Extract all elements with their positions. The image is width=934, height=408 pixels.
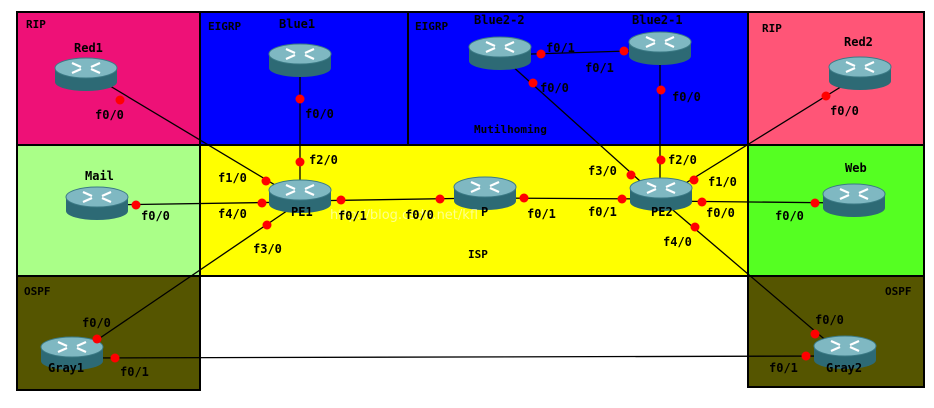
router-mail[interactable] xyxy=(64,185,130,222)
if-label-p-f01: f0/1 xyxy=(527,207,556,221)
router-blue2-1[interactable] xyxy=(627,30,693,67)
if-label-pe1-f30: f3/0 xyxy=(253,242,282,256)
if-label-red2-f00: f0/0 xyxy=(830,104,859,118)
router-label-blue2-2: Blue2-2 xyxy=(474,13,525,27)
router-blue2-2[interactable] xyxy=(467,35,533,72)
zone-label-rip-left: RIP xyxy=(26,18,46,31)
if-label-p-f00: f0/0 xyxy=(405,208,434,222)
port-p-f01 xyxy=(519,193,529,203)
if-label-mail-f00: f0/0 xyxy=(141,209,170,223)
router-label-blue1: Blue1 xyxy=(279,17,315,31)
zone-label-ospf-left: OSPF xyxy=(24,285,51,298)
if-label-red1-f00: f0/0 xyxy=(95,108,124,122)
if-label-pe2-f40: f4/0 xyxy=(663,235,692,249)
if-label-blue1-f00: f0/0 xyxy=(305,107,334,121)
if-label-gray2-f01: f0/1 xyxy=(769,361,798,375)
router-label-pe2: PE2 xyxy=(651,205,673,219)
if-label-web-f00: f0/0 xyxy=(775,209,804,223)
if-label-b22-f01: f0/1 xyxy=(546,41,575,55)
port-b21-f01 xyxy=(619,46,629,56)
port-pe2-f30 xyxy=(626,170,636,180)
if-label-pe2-f30: f3/0 xyxy=(588,164,617,178)
port-gray1-f01 xyxy=(110,353,120,363)
zone-ospf-left xyxy=(16,275,201,391)
router-blue1[interactable] xyxy=(267,42,333,79)
if-label-b21-f01: f0/1 xyxy=(585,61,614,75)
zone-label-isp: ISP xyxy=(468,248,488,261)
if-label-pe1-f20: f2/0 xyxy=(309,153,338,167)
router-label-mail: Mail xyxy=(85,169,114,183)
if-label-pe2-f10: f1/0 xyxy=(708,175,737,189)
router-web[interactable] xyxy=(821,182,887,219)
if-label-gray2-f00: f0/0 xyxy=(815,313,844,327)
port-red2-f00 xyxy=(821,91,831,101)
router-label-red1: Red1 xyxy=(74,41,103,55)
if-label-gray1-f01: f0/1 xyxy=(120,365,149,379)
if-label-pe1-f10: f1/0 xyxy=(218,171,247,185)
if-label-pe1-f40: f4/0 xyxy=(218,207,247,221)
port-pe1-f10 xyxy=(261,176,271,186)
zone-label-eigrp-right: EIGRP xyxy=(415,20,448,33)
router-red1[interactable] xyxy=(53,56,119,93)
link-pe2-gray2 xyxy=(659,198,844,356)
link-gray1-gray2 xyxy=(71,355,844,359)
watermark-text: http://blog.csdn.net/kfl xyxy=(330,208,478,223)
zone-eigrp-left xyxy=(199,11,409,146)
router-label-gray2: Gray2 xyxy=(826,361,862,375)
router-label-web: Web xyxy=(845,161,867,175)
if-label-pe2-f20: f2/0 xyxy=(668,153,697,167)
port-b22-f01 xyxy=(536,49,546,59)
zone-label-ospf-right: OSPF xyxy=(885,285,912,298)
port-pe2-f00 xyxy=(697,197,707,207)
port-b21-f00 xyxy=(656,85,666,95)
port-pe1-f01 xyxy=(336,195,346,205)
port-pe1-f30 xyxy=(262,220,272,230)
zone-label-eigrp-left: EIGRP xyxy=(208,20,241,33)
port-p-f00 xyxy=(435,194,445,204)
port-pe2-f10 xyxy=(689,175,699,185)
router-label-pe1: PE1 xyxy=(291,205,313,219)
port-b22-f00 xyxy=(528,78,538,88)
port-gray1-f00 xyxy=(92,334,102,344)
if-label-gray1-f00: f0/0 xyxy=(82,316,111,330)
port-web-f00 xyxy=(810,198,820,208)
link-pe1-gray1 xyxy=(71,201,301,358)
router-label-red2: Red2 xyxy=(844,35,873,49)
port-mail-f00 xyxy=(131,200,141,210)
port-red1-f00 xyxy=(115,95,125,105)
router-label-blue2-1: Blue2-1 xyxy=(632,13,683,27)
zone-label-multihoming: Mutilhoming xyxy=(474,123,547,136)
zone-eigrp-right xyxy=(407,11,749,146)
if-label-b22-f00: f0/0 xyxy=(540,81,569,95)
port-gray2-f00 xyxy=(810,329,820,339)
router-label-gray1: Gray1 xyxy=(48,361,84,375)
port-gray2-f01 xyxy=(801,351,811,361)
port-pe2-f20 xyxy=(656,155,666,165)
if-label-pe1-f01: f0/1 xyxy=(338,209,367,223)
if-label-pe2-f01: f0/1 xyxy=(588,205,617,219)
zone-label-rip-right: RIP xyxy=(762,22,782,35)
port-pe2-f01 xyxy=(617,194,627,204)
router-red2[interactable] xyxy=(827,55,893,92)
port-pe2-f40 xyxy=(690,222,700,232)
if-label-pe2-f00: f0/0 xyxy=(706,206,735,220)
port-blue1-f00 xyxy=(295,94,305,104)
router-label-p: P xyxy=(481,205,488,219)
if-label-b21-f00: f0/0 xyxy=(672,90,701,104)
port-pe1-f40 xyxy=(257,198,267,208)
port-pe1-f20 xyxy=(295,157,305,167)
